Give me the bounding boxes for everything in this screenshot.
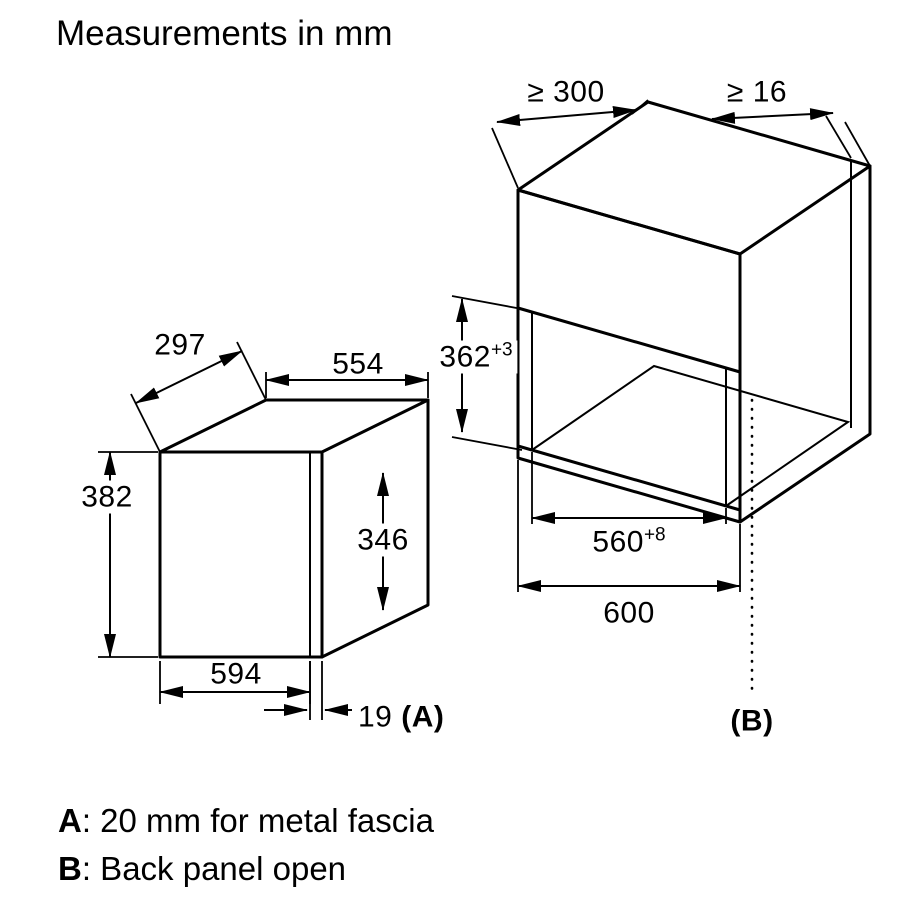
niche-floor-surface [531,364,851,507]
niche-width-value: 560 [592,525,644,559]
appliance-front-height-label: 382 [76,480,138,514]
appliance-outline [158,398,430,659]
cabinet-width-label: 600 [603,596,655,630]
dim-niche-width [531,452,727,524]
niche-top-edge [516,306,742,374]
appliance-body-width-label: 554 [332,347,384,381]
cabinet-back-gap-label: ≥ 16 [726,75,788,109]
dim-cabinet-min-depth [491,99,649,189]
legend-b: B: Back panel open [58,850,346,888]
niche-floor-front-edge [516,444,742,512]
niche-width-tolerance: +8 [643,524,666,546]
dim-appliance-body-width [265,372,429,398]
appliance-front-width-label: 594 [210,657,262,691]
legend-b-key: B [58,850,82,887]
legend-a-key: A [58,802,82,839]
niche-width-label: 560+8 [592,526,665,559]
dim-cabinet-width [517,460,741,592]
niche-height-tolerance: +3 [490,339,513,361]
page-title: Measurements in mm [56,14,393,53]
dim-cabinet-back-gap [711,108,871,167]
cabinet-outline [516,100,872,524]
fascia-value: 19 [358,700,402,734]
back-ref-b: (B) [730,704,774,738]
dim-appliance-depth [130,341,267,453]
legend-a: A: 20 mm for metal fascia [58,802,434,840]
legend-b-text: : Back panel open [81,850,347,887]
appliance-depth-label: 297 [154,328,206,362]
legend-a-text: : 20 mm for metal fascia [81,802,434,839]
dim-appliance-fascia [264,661,352,720]
appliance-body-height-label: 346 [352,523,414,557]
open-back-ref-label: (B) [730,705,773,738]
cabinet-min-depth-label: ≥ 300 [527,75,605,109]
fascia-ref-a: (A) [401,700,445,734]
appliance-fascia-label: 19 (A) [358,701,444,734]
niche-height-value: 362 [439,340,491,374]
niche-height-label: 362+3 [434,339,518,374]
